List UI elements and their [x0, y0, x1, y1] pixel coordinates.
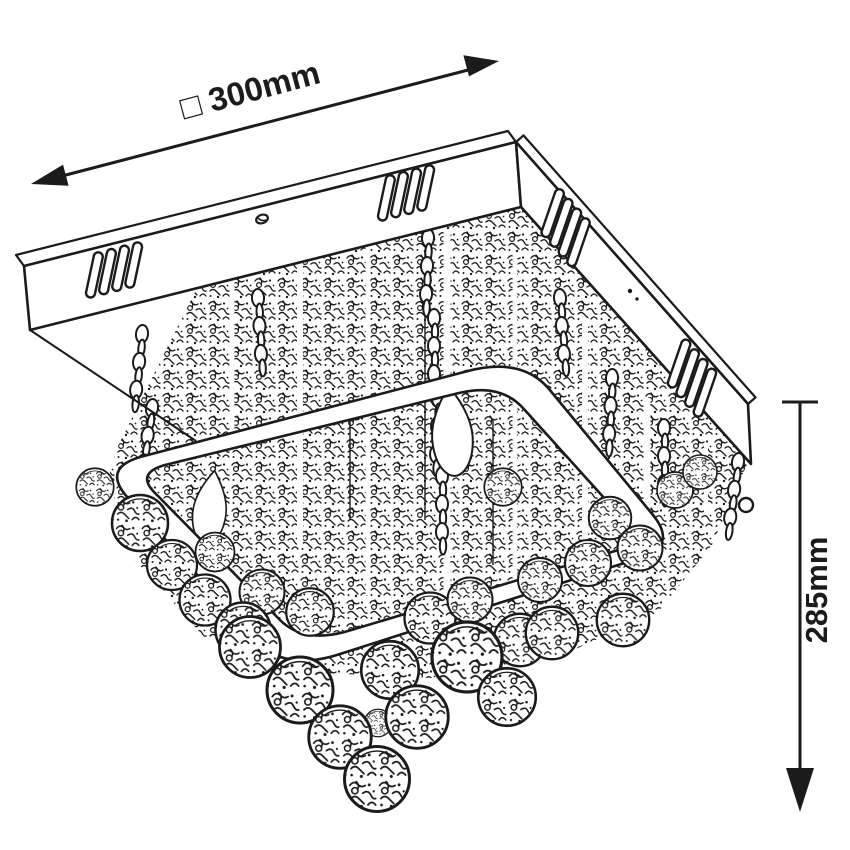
mounting-screw	[255, 213, 269, 225]
width-arrowhead-left	[31, 164, 69, 186]
curtain-left-edge	[29, 329, 197, 442]
width-dimension-line	[61, 68, 469, 178]
ceiling-canopy	[14, 129, 757, 466]
crystal-chains	[126, 227, 755, 556]
height-dimension-label: 285mm	[799, 537, 834, 644]
side-screw	[627, 288, 639, 301]
width-dimension-label: □ 300mm	[176, 54, 324, 127]
width-arrowhead-right	[463, 55, 499, 77]
height-dimension: 285mm	[782, 400, 834, 812]
height-arrowhead-down	[786, 768, 814, 812]
chain-link	[737, 496, 755, 514]
